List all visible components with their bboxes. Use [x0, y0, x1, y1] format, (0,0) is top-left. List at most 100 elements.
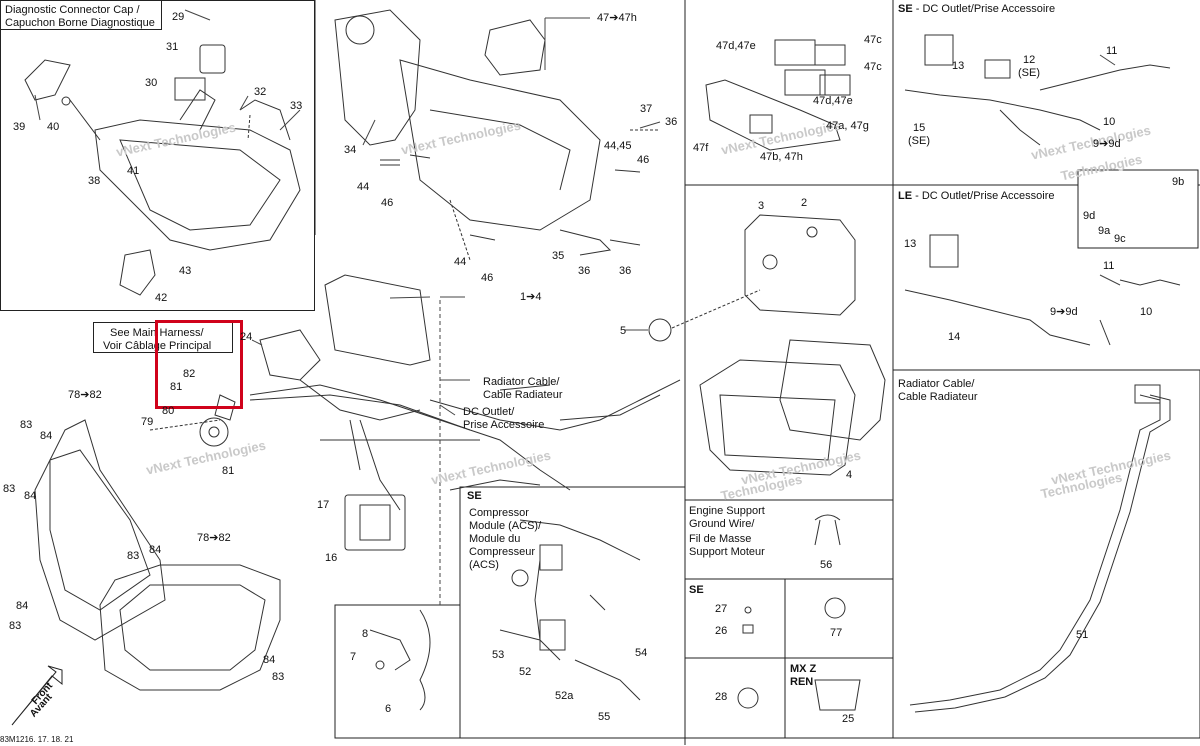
compressor-panel-line2: Module (ACS)/	[469, 520, 541, 532]
part-label: 2	[801, 197, 807, 209]
radiator-panel-line2: Cable Radiateur	[898, 391, 978, 403]
part-label: 32	[254, 86, 266, 98]
highlight-box	[155, 320, 243, 409]
part-label: 83	[20, 419, 32, 431]
part-label: 47➔47h	[597, 12, 637, 24]
compressor-panel-line4: Compresseur	[469, 546, 535, 558]
se-dc-title: - DC Outlet/Prise Accessoire	[916, 3, 1055, 15]
part-label: 36	[665, 116, 677, 128]
part-label: 26	[715, 625, 727, 637]
part-label: 42	[155, 292, 167, 304]
part-label: 11	[1103, 260, 1114, 272]
diagnostic-cap-line2: Capuchon Borne Diagnostique	[5, 17, 155, 29]
part-label: 9➔9d	[1050, 306, 1078, 318]
part-label: 78➔82	[68, 389, 102, 401]
footer-code: 83M1216. 17. 18. 21	[0, 734, 73, 746]
part-label: 43	[179, 265, 191, 277]
part-label: 30	[145, 77, 157, 89]
part-label: 40	[47, 121, 59, 133]
part-label: 36	[578, 265, 590, 277]
part-label: 17	[317, 499, 329, 511]
part-label: 10	[1103, 116, 1115, 128]
part-label: 53	[492, 649, 504, 661]
mxz-panel-line2: REN	[790, 676, 813, 688]
part-label: 78➔82	[197, 532, 231, 544]
part-label: 46	[481, 272, 493, 284]
compressor-panel-line5: (ACS)	[469, 559, 499, 571]
diagnostic-cap-line1: Diagnostic Connector Cap /	[5, 4, 140, 16]
part-label: 83	[9, 620, 21, 632]
part-label: 27	[715, 603, 727, 615]
part-label: 84	[16, 600, 28, 612]
part-label: 28	[715, 691, 727, 703]
part-label: 47c	[864, 61, 882, 73]
part-label: 84	[24, 490, 36, 502]
part-label: 81	[222, 465, 234, 477]
part-label: 25	[842, 713, 854, 725]
radiator-cable	[910, 385, 1170, 712]
part-label: 4	[846, 469, 852, 481]
gauge-assembly	[649, 215, 885, 475]
part-label: 31	[166, 41, 178, 53]
compressor-panel-prefix: SE	[467, 490, 482, 502]
part-label: 10	[1140, 306, 1152, 318]
part-label: 12	[1023, 54, 1035, 66]
part-label: 9c	[1114, 233, 1126, 245]
radiator-panel-line1: Radiator Cable/	[898, 378, 974, 390]
bracket-assembly	[25, 45, 300, 295]
part-label: 54	[635, 647, 647, 659]
dc-outlet-callout-line2: Prise Accessoire	[463, 419, 544, 431]
part-label: 5	[620, 325, 626, 337]
part-label: (SE)	[908, 135, 930, 147]
part-label: 44	[454, 256, 466, 268]
part-label: 84	[40, 430, 52, 442]
radiator-cable-callout-line1: Radiator Cable/	[483, 376, 559, 388]
part-label: 6	[385, 703, 391, 715]
ground-panel-line2: Ground Wire/	[689, 518, 754, 530]
part-label: 46	[381, 197, 393, 209]
part-label: 38	[88, 175, 100, 187]
le-prefix: LE	[898, 190, 912, 202]
part-label: 47c	[864, 34, 882, 46]
part-label: 83	[272, 671, 284, 683]
part-label: 7	[350, 651, 356, 663]
mxz-panel-line1: MX Z	[790, 663, 816, 675]
part-label: (SE)	[1018, 67, 1040, 79]
part-label: 44	[357, 181, 369, 193]
part-label: 33	[290, 100, 302, 112]
part-label: 44,45	[604, 140, 632, 152]
se-dc-panel-title: SE - DC Outlet/Prise Accessoire	[898, 3, 1055, 15]
part-label: 79	[141, 416, 153, 428]
se-small-panel-prefix: SE	[689, 584, 704, 596]
part-label: 47f	[693, 142, 708, 154]
part-label: 35	[552, 250, 564, 262]
part-label: 56	[820, 559, 832, 571]
part-label: 55	[598, 711, 610, 723]
part-label: 52	[519, 666, 531, 678]
part-label: 47d,47e	[813, 95, 853, 107]
part-label: 47d,47e	[716, 40, 756, 52]
part-label: 13	[904, 238, 916, 250]
part-label: 47b, 47h	[760, 151, 803, 163]
compressor-panel-line1: Compressor	[469, 507, 529, 519]
le-dc-title: - DC Outlet/Prise Accessoire	[915, 190, 1054, 202]
part-label: 47a, 47g	[826, 120, 869, 132]
part-label: 52a	[555, 690, 573, 702]
part-label: 14	[948, 331, 960, 343]
part-label: 13	[952, 60, 964, 72]
part-label: 9b	[1172, 176, 1184, 188]
se-prefix: SE	[898, 3, 913, 15]
radiator-cable-callout-line2: Cable Radiateur	[483, 389, 563, 401]
part-label: 9d	[1083, 210, 1095, 222]
diagnostic-cap-label-box: Diagnostic Connector Cap / Capuchon Born…	[0, 0, 162, 30]
part-label: 51	[1076, 629, 1088, 641]
part-label: 83	[127, 550, 139, 562]
part-label: 84	[149, 544, 161, 556]
le-dc-panel-title: LE - DC Outlet/Prise Accessoire	[898, 190, 1055, 202]
part-label: 41	[127, 165, 139, 177]
part-label: 15	[913, 122, 925, 134]
dc-outlet-le	[905, 235, 1180, 345]
part-label: 11	[1106, 45, 1117, 57]
small-parts	[370, 515, 860, 710]
